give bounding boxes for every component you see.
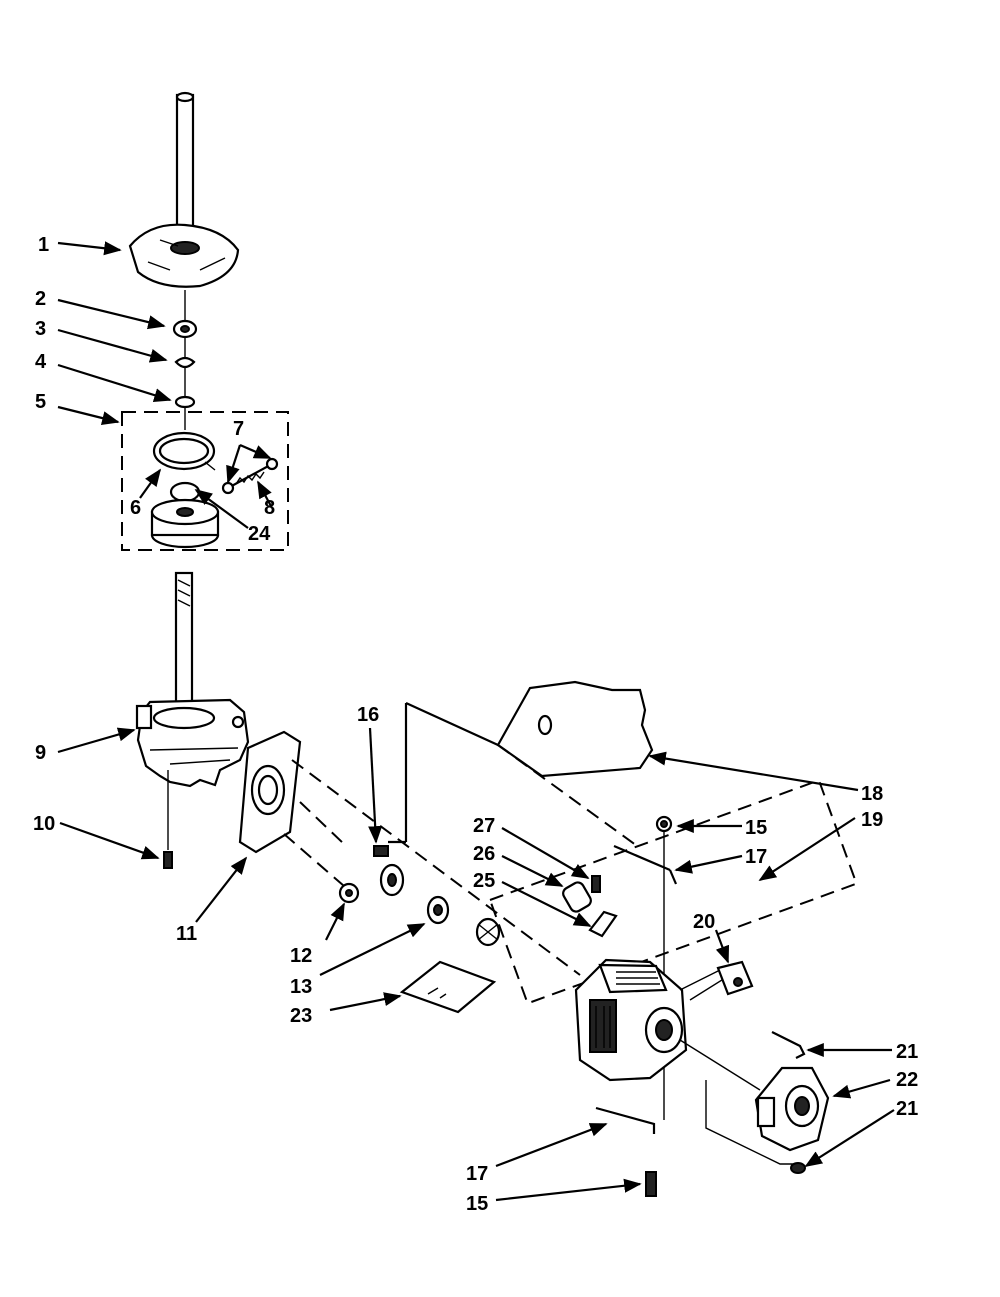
callout-9: 9 (35, 742, 46, 764)
callout-24: 24 (248, 523, 271, 545)
callout-8: 8 (264, 497, 275, 519)
part-24-clutch-hub (169, 481, 201, 503)
part-15-screw-top (655, 815, 673, 833)
callout-23: 23 (290, 1005, 312, 1027)
callout-21-upper: 21 (896, 1041, 918, 1063)
part-1-cam-plate (128, 223, 240, 288)
clutch-pulley (150, 498, 220, 549)
part-13-pulley (379, 863, 405, 897)
part-21-clip-lower (790, 1162, 806, 1174)
callout-16: 16 (357, 704, 379, 726)
callout-15-top: 15 (745, 817, 767, 839)
part-25-strap (588, 910, 618, 938)
callout-4: 4 (35, 351, 47, 373)
callout-27: 27 (473, 815, 495, 837)
callout-19: 19 (861, 809, 883, 831)
part-4-ring (174, 395, 196, 409)
part-22-pump (754, 1066, 830, 1152)
leader-lines (57, 241, 895, 1202)
callout-6: 6 (130, 497, 141, 519)
part-23-pad (399, 960, 497, 1014)
callout-26: 26 (473, 843, 495, 865)
part-5-kit-box (121, 411, 289, 551)
part-9-gearcase (135, 698, 250, 788)
motor (574, 958, 732, 1082)
callout-13: 13 (290, 976, 312, 998)
part-18-motor-shield (496, 680, 654, 778)
part-12-nut (338, 882, 360, 904)
callout-12: 12 (290, 945, 312, 967)
part-16-bolt (373, 845, 389, 857)
callout-labels: 1 2 3 4 5 6 7 8 24 9 10 11 12 13 16 18 1… (33, 234, 918, 1215)
callout-21-lower: 21 (896, 1098, 918, 1120)
callout-5: 5 (35, 391, 46, 413)
part-11-mounting-plate (238, 730, 302, 854)
part-2-nut (172, 319, 198, 339)
part-21-clip-upper (771, 1031, 806, 1059)
part-27-screw (591, 875, 601, 893)
callout-10: 10 (33, 813, 55, 835)
motor-bracket-outline (388, 701, 499, 844)
part-17-clip-top (613, 844, 678, 885)
part-15-screw-bottom (645, 1171, 657, 1197)
part-26-capacitor (562, 881, 592, 913)
callout-15-bottom: 15 (466, 1193, 488, 1215)
callout-3: 3 (35, 318, 46, 340)
part-17-clip-bottom (595, 1106, 656, 1134)
callout-17-top: 17 (745, 846, 767, 868)
bearing (426, 895, 450, 925)
part-19-motor-kit-box (488, 779, 858, 1005)
callout-20: 20 (693, 911, 715, 933)
callout-25: 25 (473, 870, 495, 892)
callout-22: 22 (896, 1069, 918, 1091)
callout-18: 18 (861, 783, 883, 805)
callout-2: 2 (35, 288, 46, 310)
agitator-shaft-top (175, 91, 195, 247)
gear-coupling (475, 917, 501, 947)
part-3-washer (174, 356, 196, 369)
part-10-screw (163, 851, 173, 869)
callout-11: 11 (176, 923, 197, 945)
callout-7: 7 (233, 418, 244, 440)
part-6-clutch-spring (152, 431, 216, 471)
callout-1: 1 (38, 234, 49, 256)
callout-17-bottom: 17 (466, 1163, 488, 1185)
part-20-switch (716, 960, 754, 996)
